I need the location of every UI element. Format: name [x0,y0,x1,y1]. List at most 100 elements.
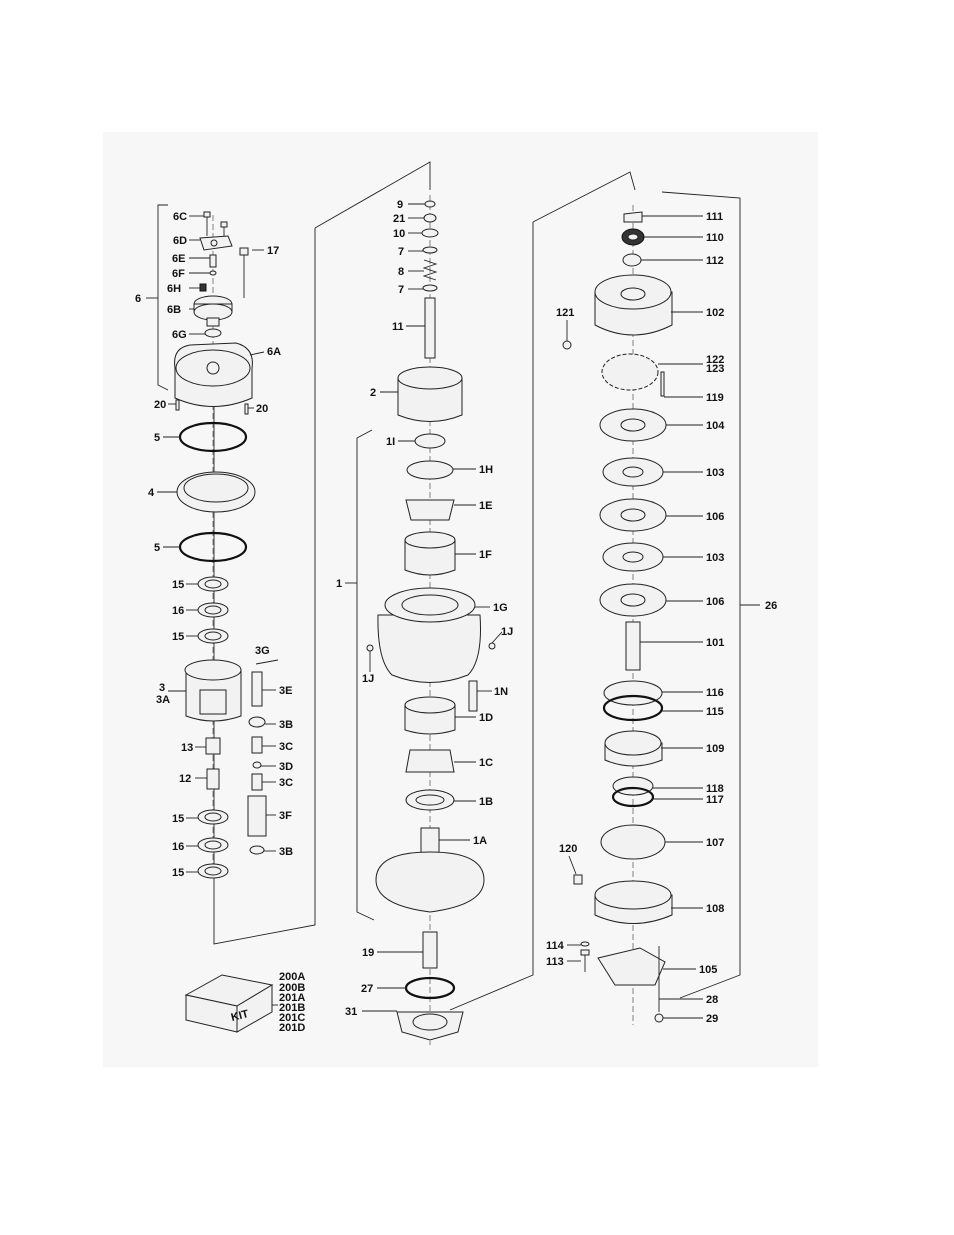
right-column-parts [562,211,673,1023]
left-column-parts [174,211,279,879]
label-122: 122 [706,354,724,366]
label-7-upper: 7 [398,246,404,258]
label-6E: 6E [172,253,185,265]
label-1G: 1G [493,602,508,614]
label-116: 116 [706,687,724,699]
label-6: 6 [135,293,141,305]
label-1F: 1F [479,549,492,561]
label-1: 1 [336,578,342,590]
label-201B: 201B [279,1002,305,1014]
label-200B: 200B [279,982,305,994]
label-3C-lower: 3C [279,777,293,789]
label-1J-left: 1J [362,673,374,685]
label-3E: 3E [279,685,292,697]
label-5-lower: 5 [154,542,160,554]
label-17: 17 [267,245,279,257]
label-19: 19 [362,947,374,959]
label-111: 111 [706,211,723,223]
label-1A: 1A [473,835,487,847]
label-201A: 201A [279,992,305,1004]
label-120: 120 [559,843,577,855]
label-115: 115 [706,706,724,718]
label-201D: 201D [279,1022,305,1034]
label-6B: 6B [167,304,181,316]
label-6G: 6G [172,329,187,341]
label-27: 27 [361,983,373,995]
label-3F: 3F [279,810,292,822]
label-15-d: 15 [172,867,184,879]
kit-box-text: KIT [230,1008,250,1024]
label-16-a: 16 [172,605,184,617]
group-brackets [146,161,760,1011]
label-16-b: 16 [172,841,184,853]
label-3G: 3G [255,645,270,657]
label-1C: 1C [479,757,493,769]
label-1E: 1E [479,500,492,512]
label-108: 108 [706,903,724,915]
label-10: 10 [393,228,405,240]
label-117: 117 [706,794,724,806]
label-6H: 6H [167,283,181,295]
label-29: 29 [706,1013,718,1025]
label-6D: 6D [173,235,187,247]
label-3A: 3A [156,694,170,706]
label-103-upper: 103 [706,467,724,479]
label-13: 13 [181,742,193,754]
label-15-b: 15 [172,631,184,643]
label-26: 26 [765,600,777,612]
label-15-c: 15 [172,813,184,825]
label-2: 2 [370,387,376,399]
kit-box: KIT [184,974,274,1033]
label-5-upper: 5 [154,432,160,444]
label-4: 4 [148,487,155,499]
label-11: 11 [392,321,404,333]
label-6A: 6A [267,346,281,358]
label-1B: 1B [479,796,493,808]
label-28: 28 [706,994,718,1006]
label-1N: 1N [494,686,508,698]
label-109: 109 [706,743,724,755]
label-20-left: 20 [154,399,166,411]
label-123: 123 [706,363,724,375]
label-7-lower: 7 [398,284,404,296]
callout-labels: 6C 6D 6E 6F 6H 6 6B 6G 17 6A 20 20 5 4 5… [135,199,777,1034]
label-1I: 1I [386,436,395,448]
label-3: 3 [159,682,165,694]
label-113: 113 [546,956,564,968]
leader-lines [157,203,703,1019]
label-6F: 6F [172,268,185,280]
label-121: 121 [556,307,574,319]
label-1D: 1D [479,712,493,724]
label-3C-upper: 3C [279,741,293,753]
label-107: 107 [706,837,724,849]
label-1J-right: 1J [501,626,513,638]
label-3B-upper: 3B [279,719,293,731]
label-106-upper: 106 [706,511,724,523]
label-106-lower: 106 [706,596,724,608]
label-8: 8 [398,266,404,278]
label-110: 110 [706,232,724,244]
label-101: 101 [706,637,724,649]
label-6C: 6C [173,211,187,223]
label-201C: 201C [279,1012,305,1024]
label-102: 102 [706,307,724,319]
label-114: 114 [546,940,565,952]
label-20-right: 20 [256,403,268,415]
label-105: 105 [699,964,717,976]
label-3D: 3D [279,761,293,773]
label-3B-lower: 3B [279,846,293,858]
label-118: 118 [706,783,724,795]
label-9: 9 [397,199,403,211]
label-21: 21 [393,213,405,225]
label-200A: 200A [279,971,305,983]
label-112: 112 [706,255,724,267]
label-119: 119 [706,392,724,404]
label-103-lower: 103 [706,552,724,564]
label-12: 12 [179,773,191,785]
label-31: 31 [345,1006,357,1018]
label-15-a: 15 [172,579,184,591]
label-1H: 1H [479,464,493,476]
middle-column-parts [366,200,496,1041]
label-104: 104 [706,420,725,432]
